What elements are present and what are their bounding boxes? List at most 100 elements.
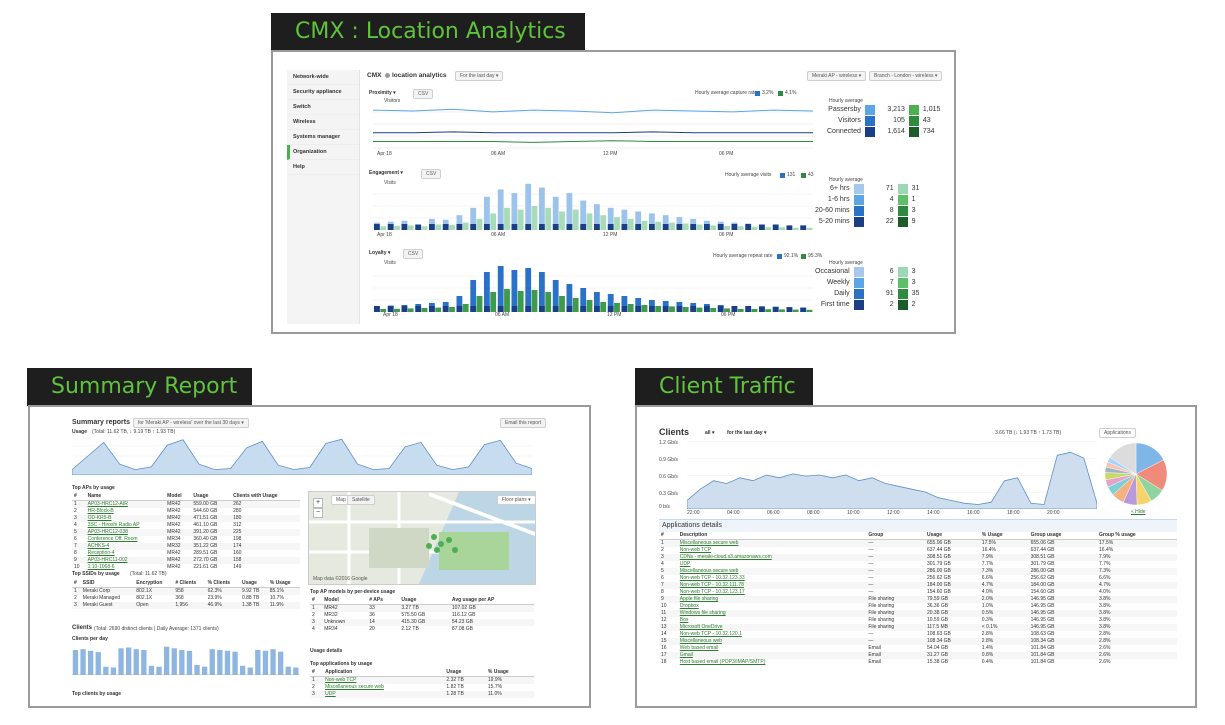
table-cell: Meraki Guest (80, 602, 135, 609)
row-link[interactable]: CDNs - meraki-cloud.s3.amazonaws.com (677, 554, 867, 561)
table-cell: 8 (74, 550, 77, 556)
row-link[interactable]: UDP (323, 691, 445, 698)
row-link[interactable]: AP03-HRC11-002 (85, 557, 166, 564)
column-header[interactable]: Description (677, 532, 867, 540)
column-header[interactable]: % Clients (205, 580, 240, 588)
floor-plans-button[interactable]: Floor plans ▾ (497, 495, 535, 505)
network-filter-2[interactable]: Branch - London - wireless ▾ (869, 71, 943, 81)
column-header[interactable]: Group (866, 532, 925, 540)
row-link[interactable]: UDP (679, 561, 691, 567)
traffic-filter-period[interactable]: for the last day ▾ (727, 430, 767, 436)
zoom-in-icon[interactable]: + (313, 498, 323, 508)
summary-scope-select[interactable]: for 'Meraki AP - wireless' over the last… (133, 418, 249, 428)
column-header[interactable]: Encryption (134, 580, 174, 588)
engagement-ylabel: Visits (384, 180, 396, 186)
column-header[interactable]: # (72, 580, 81, 588)
period-select[interactable]: For the last day ▾ (455, 71, 504, 81)
loyalty-csv-button[interactable]: CSV (403, 249, 424, 259)
column-header[interactable]: Usage (924, 532, 980, 540)
nav-network-wide[interactable]: Network-wide (287, 70, 359, 85)
table-cell: — (866, 539, 925, 547)
row-link[interactable]: Apple file sharing (677, 596, 867, 603)
row-link[interactable]: Miscellaneous secure web (677, 539, 867, 547)
row-link[interactable]: OD-KR5-B (85, 515, 166, 522)
row-link[interactable]: Host based email (POP3/IMAP/SMTP) (679, 659, 766, 665)
row-link[interactable]: Miscellaneous secure web (325, 684, 384, 690)
column-header[interactable]: Model (322, 597, 368, 605)
nav-switch[interactable]: Switch (287, 100, 359, 115)
nav-wireless[interactable]: Wireless (287, 115, 359, 130)
legend-swatch-a (864, 126, 875, 137)
column-header[interactable]: # (659, 532, 678, 540)
map-view[interactable]: Map Satellite Floor plans ▾ + − Map data… (308, 491, 536, 585)
row-link[interactable]: Non-web TCP - 10.32.120.1 (679, 631, 742, 637)
proximity-title[interactable]: Proximity ▾ (369, 90, 396, 96)
row-link[interactable]: 1:10-1068-6 (87, 564, 115, 570)
row-link[interactable]: Microsoft OneDrive (677, 624, 867, 631)
nav-systems-manager[interactable]: Systems manager (287, 130, 359, 145)
column-header[interactable]: # APs (367, 597, 400, 605)
column-header[interactable]: Avg usage per AP (449, 597, 534, 605)
column-header[interactable]: # (310, 669, 324, 677)
row-link[interactable]: HR-Block-B (87, 508, 114, 514)
applications-button[interactable]: Applications (1099, 428, 1136, 438)
row-link[interactable]: ACHKS-4 (85, 543, 166, 550)
row-link[interactable]: Miscellaneous secure web (677, 568, 867, 575)
column-header[interactable]: Usage (399, 597, 450, 605)
column-header[interactable]: SSID (80, 580, 135, 588)
row-link[interactable]: Web based email (679, 645, 719, 651)
engagement-csv-button[interactable]: CSV (421, 169, 442, 179)
column-header[interactable]: # Clients (173, 580, 206, 588)
row-link[interactable]: 3SC - Hiroshi Radio AP (87, 522, 140, 528)
loyalty-title[interactable]: Loyalty ▾ (369, 250, 391, 256)
row-link[interactable]: Non-web TCP - 10.32.111.78 (677, 582, 867, 589)
column-header[interactable]: Clients with Usage (231, 493, 300, 501)
traffic-panel: Clients all ▾ for the last day ▾ 3.66 TB… (635, 405, 1197, 708)
row-link[interactable]: Conference Off. Room (87, 536, 138, 542)
hide-link[interactable]: « Hide (1131, 509, 1146, 515)
column-header[interactable]: % Usage (979, 532, 1029, 540)
column-header[interactable]: # (72, 493, 86, 501)
bar-dark (484, 306, 490, 312)
row-link[interactable]: Reception-4 (87, 550, 115, 556)
column-header[interactable]: Group usage (1028, 532, 1098, 540)
email-report-button[interactable]: Email this report (500, 418, 547, 428)
column-header[interactable]: Usage (239, 580, 268, 588)
legend-swatch-b (897, 288, 908, 299)
column-header[interactable]: Name (85, 493, 166, 501)
row-link[interactable]: Miscellaneous web (677, 638, 867, 645)
network-filter-1[interactable]: Meraki AP - wireless ▾ (807, 71, 867, 81)
nav-help[interactable]: Help (287, 160, 359, 175)
row-link[interactable]: Gmail (677, 652, 867, 659)
row-link[interactable]: Windows file sharing (677, 610, 867, 617)
column-header[interactable]: % Usage (485, 669, 534, 677)
row-link[interactable]: Non-web TCP - 10.32.123.33 (679, 575, 745, 581)
column-header[interactable]: Model (165, 493, 192, 501)
column-header[interactable]: Usage (444, 669, 486, 677)
table-cell: 391.20 GB (191, 529, 232, 536)
table-cell: 10.7% (269, 595, 284, 601)
row-link[interactable]: AP03-HRC12-038 (85, 529, 166, 536)
column-header[interactable]: Group % usage (1097, 532, 1177, 540)
column-header[interactable]: Application (323, 669, 445, 677)
column-header[interactable]: % Usage (267, 580, 300, 588)
row-link[interactable]: Non-web TCP - 10.32.123.17 (679, 589, 745, 595)
map-tab-satellite[interactable]: Satellite (347, 495, 375, 505)
column-header[interactable]: # (310, 597, 323, 605)
row-link[interactable]: Dropbox (679, 603, 699, 609)
row-link[interactable]: Box (679, 617, 689, 623)
row-link[interactable]: AP03-HRC12-AIR (85, 500, 166, 508)
zoom-out-icon[interactable]: − (313, 508, 323, 518)
row-link[interactable]: Non-web TCP (679, 547, 712, 553)
traffic-filter-all[interactable]: all ▾ (705, 430, 715, 436)
column-header[interactable]: Usage (191, 493, 232, 501)
nav-security-appliance[interactable]: Security appliance (287, 85, 359, 100)
engagement-title[interactable]: Engagement ▾ (369, 170, 403, 176)
proximity-csv-button[interactable]: CSV (413, 89, 434, 99)
nav-organization[interactable]: Organization (287, 145, 359, 160)
table-cell: 33 (367, 604, 400, 612)
row-link[interactable]: Non-web TCP (323, 676, 445, 684)
